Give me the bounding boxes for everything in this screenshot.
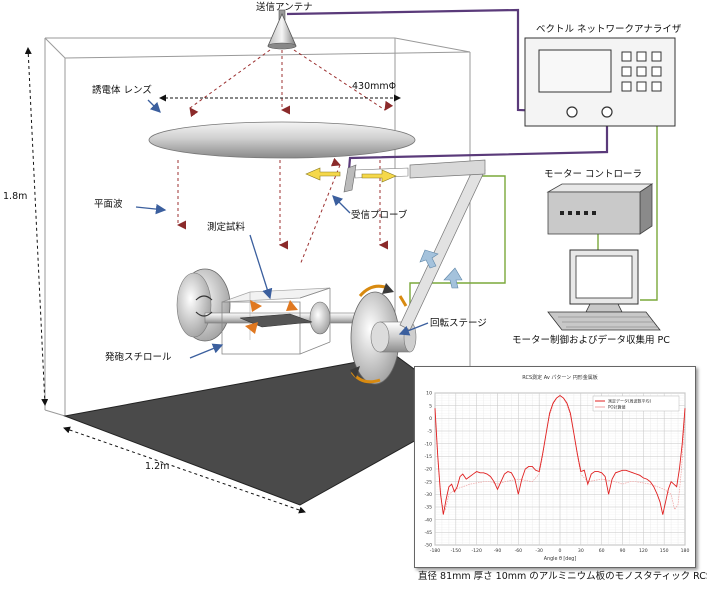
styrofoam-support <box>176 268 356 342</box>
label-rotation-stage: 回転ステージ <box>430 318 487 329</box>
legend-label: PO計算値 <box>608 404 626 410</box>
label-plane-wave: 平面波 <box>94 199 123 210</box>
label-lens-diameter: 430mmΦ <box>352 81 397 92</box>
plot-caption: 直径 81mm 厚さ 10mm のアルミニウム板のモノスタティック RCS <box>418 571 707 582</box>
x-tick-label: 0 <box>559 548 562 554</box>
y-tick-label: -25 <box>424 479 432 485</box>
label-width: 1.2m <box>145 461 170 472</box>
plot-title: RCS測定 Av パターン 円形金属板 <box>522 374 598 381</box>
arm-motion-arrows <box>419 249 463 289</box>
label-height: 1.8m <box>3 191 28 202</box>
x-tick-label: 150 <box>660 548 669 554</box>
y-tick-label: -30 <box>424 492 432 498</box>
rotation-stage <box>350 291 417 385</box>
x-tick-label: -180 <box>430 548 441 554</box>
label-styrofoam: 発砲スチロール <box>105 352 172 363</box>
y-tick-label: -40 <box>424 517 432 523</box>
x-tick-label: 60 <box>599 548 605 554</box>
y-tick-label: -50 <box>424 543 432 549</box>
floor-absorber <box>63 354 471 506</box>
x-tick-label: 90 <box>620 548 626 554</box>
motor-controller <box>546 183 654 235</box>
x-tick-label: -60 <box>515 548 523 554</box>
y-tick-label: -10 <box>424 441 432 447</box>
y-tick-label: -45 <box>424 530 432 536</box>
legend-label: 測定データ(周波数平均) <box>608 398 652 404</box>
x-tick-label: 180 <box>681 548 690 554</box>
y-tick-label: 0 <box>429 416 432 422</box>
x-tick-label: -120 <box>471 548 482 554</box>
label-pointers <box>135 99 429 359</box>
x-tick-label: 120 <box>639 548 648 554</box>
transmit-antenna <box>267 9 297 50</box>
x-tick-label: 30 <box>578 548 584 554</box>
rotation-arrow-heads <box>350 283 394 378</box>
label-motor-controller: モーター コントローラ <box>544 169 643 180</box>
probe-motion-arrows <box>305 167 397 183</box>
incident-waves <box>189 49 394 118</box>
y-tick-label: -5 <box>427 429 432 435</box>
y-tick-label: -20 <box>424 467 432 473</box>
x-axis-label: Angle θ [deg] <box>544 556 577 562</box>
y-tick-label: -35 <box>424 505 432 511</box>
x-tick-label: -150 <box>451 548 462 554</box>
label-pc: モーター制御およびデータ収集用 PC <box>512 335 670 346</box>
label-receive-probe: 受信プローブ <box>351 210 408 221</box>
label-sample: 測定試料 <box>207 222 246 233</box>
probe-arm <box>343 159 486 331</box>
series-line <box>434 394 686 515</box>
label-vna: ベクトル ネットワークアナライザ <box>536 24 682 35</box>
y-tick-label: -15 <box>424 454 432 460</box>
height-dimension <box>24 47 49 406</box>
y-tick-label: 10 <box>426 391 432 397</box>
sample-box <box>221 287 331 355</box>
sample-rotation-icon <box>195 295 213 317</box>
width-dimension <box>63 426 306 514</box>
x-tick-label: -30 <box>535 548 543 554</box>
data-acquisition-pc <box>547 249 661 331</box>
x-tick-label: -90 <box>494 548 502 554</box>
label-dielectric-lens: 誘電体 レンズ <box>92 85 152 96</box>
dielectric-lens <box>148 121 416 159</box>
vector-network-analyzer <box>524 37 676 127</box>
label-transmit-antenna: 送信アンテナ <box>256 2 313 13</box>
legend-box <box>592 395 680 412</box>
y-tick-label: 5 <box>429 403 432 409</box>
